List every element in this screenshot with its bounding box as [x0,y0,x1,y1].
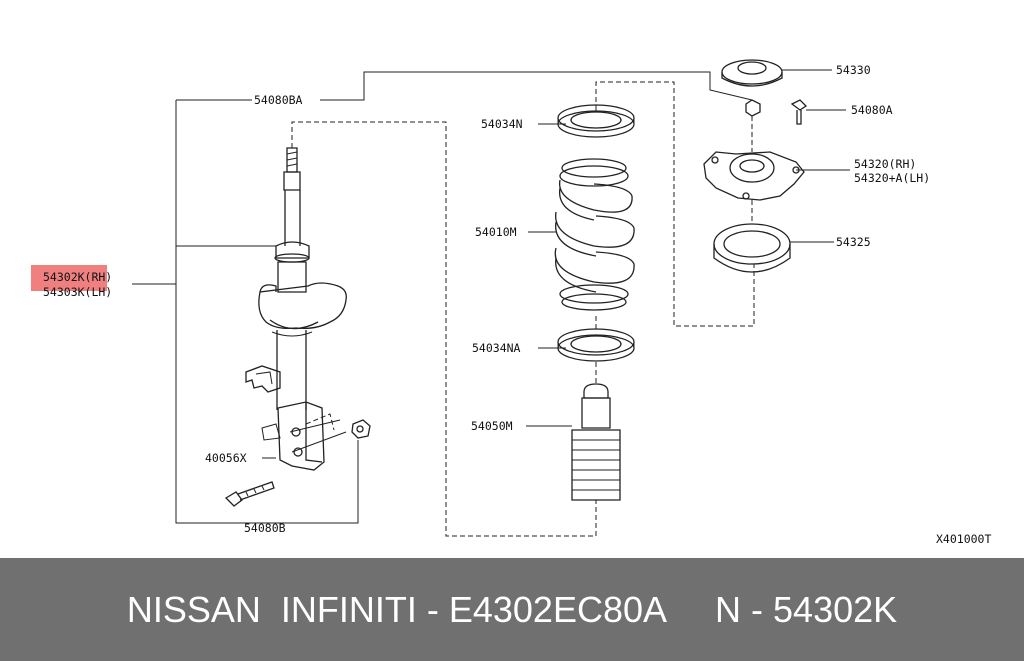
strut-assembly-drawing [224,147,371,507]
label-strut-mount-rh[interactable]: 54320(RH) [854,157,916,171]
label-mount-bolt[interactable]: 54080A [851,103,893,117]
label-bracket-lower[interactable]: 54080B [244,521,286,535]
label-seat-upper[interactable]: 54034N [481,117,523,131]
label-spring[interactable]: 54010M [475,225,517,239]
label-strut-mount-lh[interactable]: 54320+A(LH) [854,171,930,185]
mount-cap-drawing [721,59,783,87]
label-bolt[interactable]: 40056X [205,451,247,465]
label-bracket-upper[interactable]: 54080BA [254,93,303,107]
footer-bar: NISSAN INFINITI - E4302EC80A N - 54302K [0,558,1024,661]
label-bearing[interactable]: 54325 [836,235,871,249]
leader-lines [132,69,850,537]
mount-bearing-drawing [713,223,791,273]
diagram-code: X401000T [936,532,991,546]
label-strut-rh[interactable]: 54302K(RH) [43,270,112,284]
label-strut-lh[interactable]: 54303K(LH) [43,285,112,299]
lower-spring-seat-drawing [557,328,635,362]
mount-nut-bolt-drawing [745,99,808,125]
label-mount-cap[interactable]: 54330 [836,63,871,77]
bound-bumper-drawing [571,383,621,501]
footer-title: NISSAN INFINITI - E4302EC80A N - 54302K [126,589,898,630]
strut-mount-drawing [703,151,805,201]
exploded-view: 54302K(RH) 54303K(LH) 54080BA 54080B 400… [31,59,991,546]
coil-spring-drawing [554,158,635,311]
label-seat-lower[interactable]: 54034NA [472,341,521,355]
selected-part-highlight [31,265,107,291]
label-bound-bumper[interactable]: 54050M [471,419,513,433]
